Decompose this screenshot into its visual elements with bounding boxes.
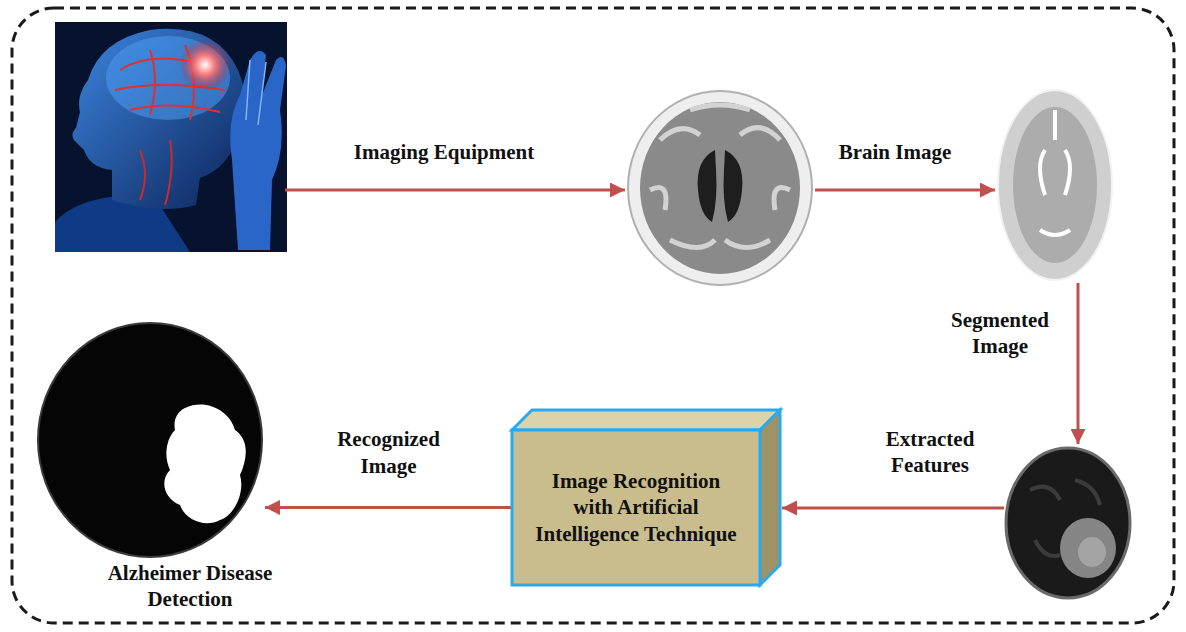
dashed-frame xyxy=(12,8,1174,623)
scan-outline xyxy=(998,90,1112,280)
arrow-label: Segmented Image xyxy=(935,307,1065,360)
lesion xyxy=(1060,518,1116,578)
flair-scan xyxy=(1006,448,1130,598)
detected-region xyxy=(164,404,245,523)
arrow-label: Brain Image xyxy=(795,139,995,165)
flow-arrow xyxy=(285,189,625,192)
pain-glow xyxy=(179,39,231,91)
process-box: Image Recognition with Artificial Intell… xyxy=(512,430,760,585)
brain-tissue xyxy=(1013,107,1097,263)
scan-outline xyxy=(38,323,262,557)
lesion-core xyxy=(1078,537,1106,567)
flow-arrow xyxy=(1077,283,1080,444)
csf-spaces xyxy=(1040,110,1070,235)
head-illustration xyxy=(55,22,287,252)
box-front-face xyxy=(512,430,760,585)
result-image: Alzheimer Disease Detection xyxy=(35,320,265,613)
raised-hand xyxy=(230,51,286,250)
gyri xyxy=(650,105,790,248)
flow-arrow xyxy=(782,507,1004,510)
illustration-ground xyxy=(55,22,287,252)
box-side-face xyxy=(760,410,780,585)
brain-tissue xyxy=(640,102,800,274)
left-ventricle xyxy=(698,150,717,222)
box-text: Image Recognition with Artificial Intell… xyxy=(532,468,740,547)
brain-scan-outline xyxy=(35,320,265,560)
finger-lines xyxy=(246,60,266,125)
arrow-label: Extracted Features xyxy=(865,426,995,479)
image-caption: Alzheimer Disease Detection xyxy=(75,560,305,613)
arrow-label: Recognized Image xyxy=(319,426,459,479)
head-silhouette xyxy=(72,29,245,209)
right-ventricle xyxy=(724,150,743,222)
neck-veins xyxy=(140,140,172,205)
flow-arrow xyxy=(815,189,995,192)
box-top-face xyxy=(512,410,780,430)
scan-outline xyxy=(628,91,812,285)
mri-scan-t1 xyxy=(628,91,812,285)
mri-scan-t2 xyxy=(998,90,1112,280)
flow-arrow xyxy=(265,506,512,509)
arrow-label: Imaging Equipment xyxy=(314,139,574,165)
scan-outline xyxy=(1006,448,1130,598)
brain-shape xyxy=(106,36,230,120)
